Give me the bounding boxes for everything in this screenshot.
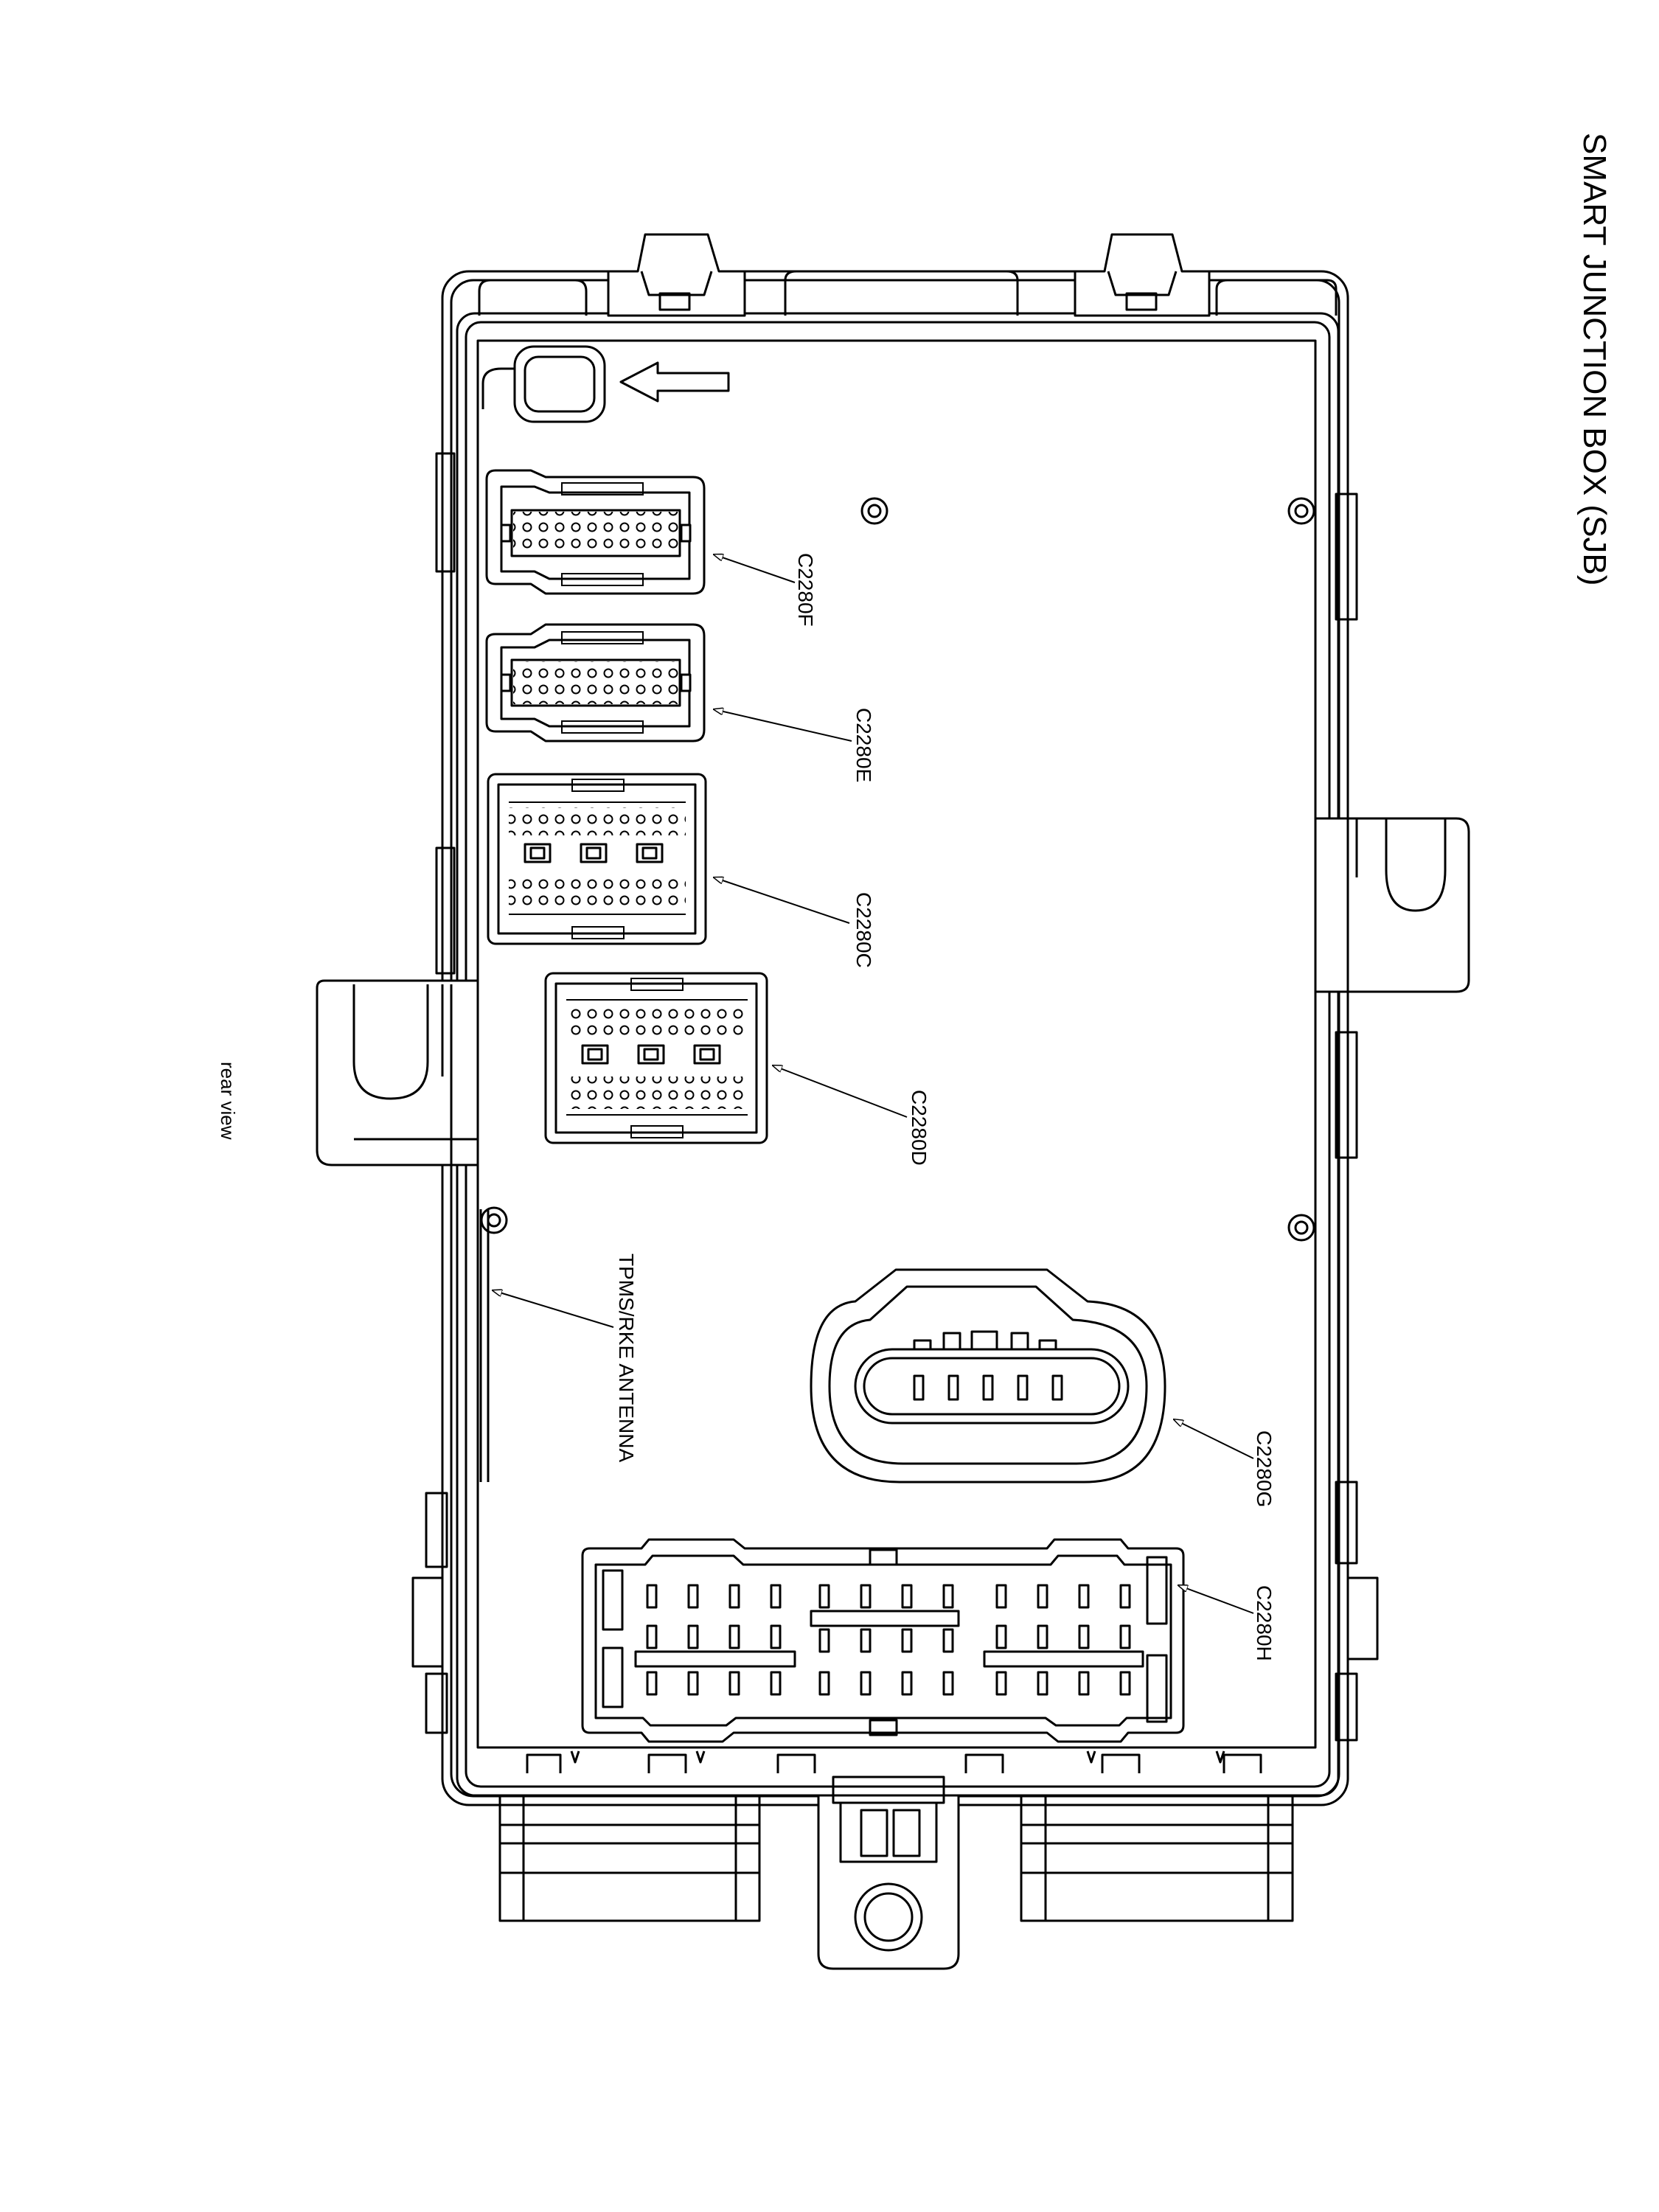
label-c2280c: C2280C bbox=[852, 892, 875, 968]
leader-c2280f bbox=[714, 554, 796, 583]
label-c2280f: C2280F bbox=[794, 553, 817, 627]
label-c2280h: C2280H bbox=[1253, 1585, 1276, 1661]
tpms-rke-antenna bbox=[479, 1209, 490, 1482]
leader-c2280c bbox=[714, 877, 850, 924]
label-antenna: TPMS/RKE ANTENNA bbox=[615, 1253, 638, 1462]
diagram-title: SMART JUNCTION BOX (SJB) bbox=[1576, 133, 1613, 585]
housing bbox=[316, 233, 1470, 1970]
connector-c2280c bbox=[487, 773, 707, 945]
connector-c2280e bbox=[485, 623, 706, 742]
label-c2280g: C2280G bbox=[1253, 1430, 1276, 1507]
label-c2280e: C2280E bbox=[852, 708, 875, 782]
leader-c2280d bbox=[773, 1065, 908, 1118]
connector-c2280d bbox=[544, 972, 768, 1144]
connector-c2280h bbox=[581, 1538, 1185, 1743]
label-c2280d: C2280D bbox=[908, 1090, 931, 1166]
c2280h-terminals bbox=[646, 1584, 1131, 1696]
leader-c2280g bbox=[1174, 1419, 1254, 1459]
connector-c2280f bbox=[485, 469, 706, 595]
leader-c2280h bbox=[1178, 1585, 1254, 1614]
orientation-arrow-icon bbox=[619, 361, 730, 403]
vent-cap bbox=[481, 345, 606, 423]
leader-c2280e bbox=[714, 709, 852, 742]
leader-antenna bbox=[493, 1290, 614, 1328]
mounting-holes bbox=[480, 497, 1315, 1242]
connector-c2280g bbox=[810, 1268, 1166, 1484]
view-label: rear view bbox=[217, 1062, 239, 1140]
